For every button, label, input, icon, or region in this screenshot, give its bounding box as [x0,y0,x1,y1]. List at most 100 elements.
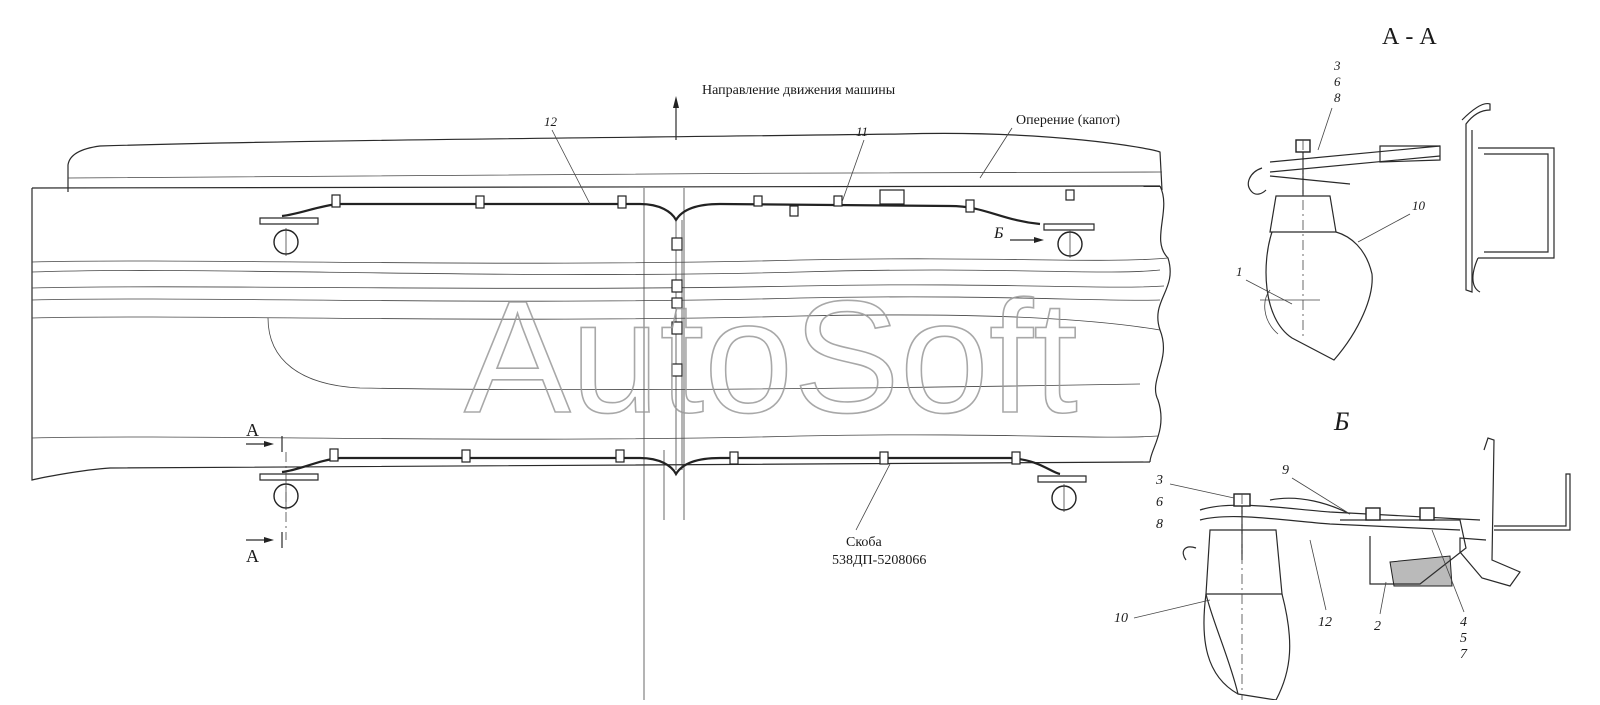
top-clip-6 [833,195,843,207]
bracket-leader [855,463,891,531]
aa-hood-plate [1269,145,1441,173]
frame-right-edge [1149,185,1171,463]
b-callout-8: 8 [1156,517,1163,532]
top-clip-1 [331,194,341,208]
aa-frame-outer [1461,103,1491,293]
b-callout-9-leader [1291,477,1351,515]
b-bolt-2 [1365,507,1381,521]
marker-b-label: Б [993,225,1004,242]
callout-12-leader [551,129,591,205]
b-frame-profile [1459,437,1521,587]
top-clip-4 [753,195,763,207]
b-callout-3: 3 [1155,473,1163,488]
bottom-clip-1 [329,448,339,462]
b-bracket-body [1340,519,1467,585]
b-callout-12: 12 [1318,615,1332,630]
frame-left-edge [31,188,1151,481]
section-aa-title: А - А [1382,24,1437,50]
band-line-5 [31,314,1161,331]
bottom-wire-harness [281,456,1061,477]
band-line-1 [31,257,1169,264]
aa-callout-10-leader [1357,213,1411,243]
b-callout-10-leader [1133,599,1211,619]
band-line-2 [31,269,1161,275]
marker-a-top: А [246,420,259,440]
b-gasket [1389,555,1453,587]
hood-inner-line [67,171,1163,179]
top-clip-2 [475,195,485,209]
vert-clip-4 [671,363,683,377]
aa-callout-3-leader [1317,107,1333,151]
aa-lamp-body [1265,231,1373,361]
b-channel [1494,473,1571,531]
bracket-part: 538ДП-5208066 [832,553,926,568]
direction-label: Направление движения машины [702,83,896,98]
bottom-clip-4 [729,451,739,465]
aa-channel [1478,147,1555,259]
callout-12: 12 [544,114,558,129]
direction-arrow-head [673,96,679,108]
top-clip-8 [1065,189,1075,201]
aa-bracket [1269,175,1351,185]
aa-hood-block [1379,145,1441,163]
inner-contour [267,317,1141,391]
marker-a-top-arrowhead [264,441,274,447]
b-callout-4: 4 [1460,615,1467,630]
fender-leader [979,127,1013,179]
b-callout-4-leader [1431,529,1465,613]
vert-clip-2 [671,279,683,293]
b-callout-2: 2 [1374,619,1381,634]
callout-11: 11 [856,124,868,139]
aa-callout-8: 8 [1334,90,1341,105]
top-clip-3 [617,195,627,209]
b-callout-5: 5 [1460,631,1467,646]
band-line-6 [31,434,1159,440]
fender-label: Оперение (капот) [1016,113,1120,128]
b-callout-3-leader [1169,483,1235,499]
hood-outline [67,132,1163,192]
lamp-base-top-left [259,217,319,225]
b-wire-arc [1269,497,1351,515]
aa-clip [1247,167,1267,195]
bottom-clip-2 [461,449,471,463]
main-plan-view: Направление движения машины Оперение (ка… [31,83,1171,700]
vert-clip-1 [671,237,683,251]
b-plate-top [1199,504,1481,521]
frame-top-edge [31,185,1161,189]
b-lamp-neck [1205,529,1283,595]
lamp-base-bottom-left [259,473,319,481]
b-callout-10: 10 [1114,611,1128,626]
b-bolt-3 [1419,507,1435,521]
vert-clip-5 [671,297,683,309]
b-callout-7: 7 [1460,647,1468,662]
bottom-clip-3 [615,449,625,463]
b-callout-9: 9 [1282,463,1289,478]
watermark: AutoSoft [464,267,1078,446]
b-clip [1182,546,1197,561]
b-lamp-body [1203,593,1291,701]
top-clip-block [879,189,905,205]
marker-b-arrowhead [1034,237,1044,243]
callout-11-leader [841,139,865,203]
view-b: Б 3 6 8 9 10 12 2 4 5 7 [1114,407,1571,701]
lamp-base-top-right [1043,223,1095,231]
aa-callout-1-leader [1245,279,1293,305]
view-b-title: Б [1333,407,1349,436]
top-clip-5 [789,205,799,217]
b-callout-6: 6 [1156,495,1163,510]
band-line-3 [31,284,1165,289]
aa-callout-3: 3 [1333,58,1341,73]
band-line-4 [31,296,1161,302]
aa-callout-10: 10 [1412,198,1426,213]
bracket-name: Скоба [846,535,883,550]
aa-channel-bottom [1472,257,1481,293]
aa-channel-inner [1484,153,1549,253]
bottom-clip-5 [879,451,889,465]
lamp-base-bottom-right [1037,475,1087,483]
aa-callout-1: 1 [1236,264,1243,279]
vert-clip-3 [671,321,683,335]
b-lamp-lens [1205,593,1239,695]
top-clip-7 [965,199,975,213]
